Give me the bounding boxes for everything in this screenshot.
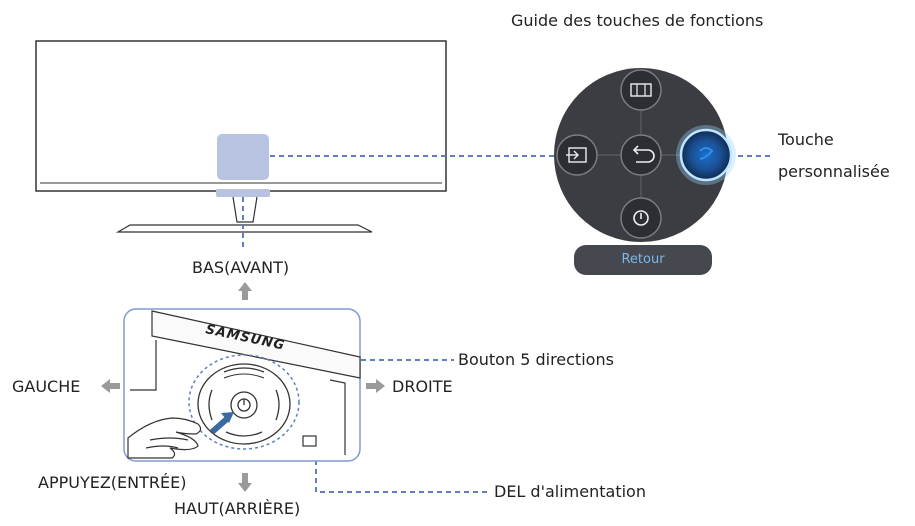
label-right: DROITE xyxy=(392,377,453,396)
joystick-highlight xyxy=(217,134,269,180)
custom-key-label-line2: personnalisée xyxy=(778,162,890,181)
arrow-left-icon xyxy=(101,379,120,393)
joystick-power-icon xyxy=(237,398,251,412)
power-led xyxy=(302,435,317,447)
connector-power-led xyxy=(315,451,490,493)
power-button[interactable] xyxy=(620,197,662,239)
arrow-down-icon xyxy=(238,473,252,492)
picture-mode-icon xyxy=(630,83,652,97)
dashed-connectors xyxy=(242,155,770,493)
label-left: GAUCHE xyxy=(12,377,81,396)
picture-mode-button[interactable] xyxy=(620,69,662,111)
arrow-right-icon xyxy=(366,379,385,393)
base-highlight xyxy=(216,189,270,197)
input-source-button[interactable] xyxy=(556,134,598,176)
back-arrow-icon xyxy=(632,145,655,163)
guide-title: Guide des touches de fonctions xyxy=(511,11,764,30)
back-button[interactable] xyxy=(620,134,662,176)
press-arrow-icon xyxy=(210,412,234,435)
hand-icon xyxy=(127,417,202,459)
label-up: BAS(AVANT) xyxy=(192,258,290,277)
custom-key-button[interactable] xyxy=(676,125,736,185)
five-way-joystick[interactable] xyxy=(188,354,300,450)
monitor xyxy=(35,40,447,233)
custom-key-label-line1: Touche xyxy=(778,130,834,149)
input-source-icon xyxy=(566,147,587,163)
closeup-panel: SAMSUNG xyxy=(123,308,361,462)
retour-button[interactable]: Retour xyxy=(574,245,712,275)
label-down: HAUT(ARRIÈRE) xyxy=(174,499,301,518)
power-led-callout: DEL d'alimentation xyxy=(494,482,646,501)
power-icon xyxy=(633,210,649,226)
function-key-guide xyxy=(554,68,736,242)
custom-key-icon xyxy=(699,147,714,160)
five-way-callout: Bouton 5 directions xyxy=(458,350,614,369)
monitor-stand-neck xyxy=(232,196,258,223)
arrow-up-icon xyxy=(238,282,252,300)
monitor-stand-base xyxy=(115,224,373,233)
label-press: APPUYEZ(ENTRÉE) xyxy=(38,473,187,492)
monitor-underside xyxy=(151,310,361,379)
